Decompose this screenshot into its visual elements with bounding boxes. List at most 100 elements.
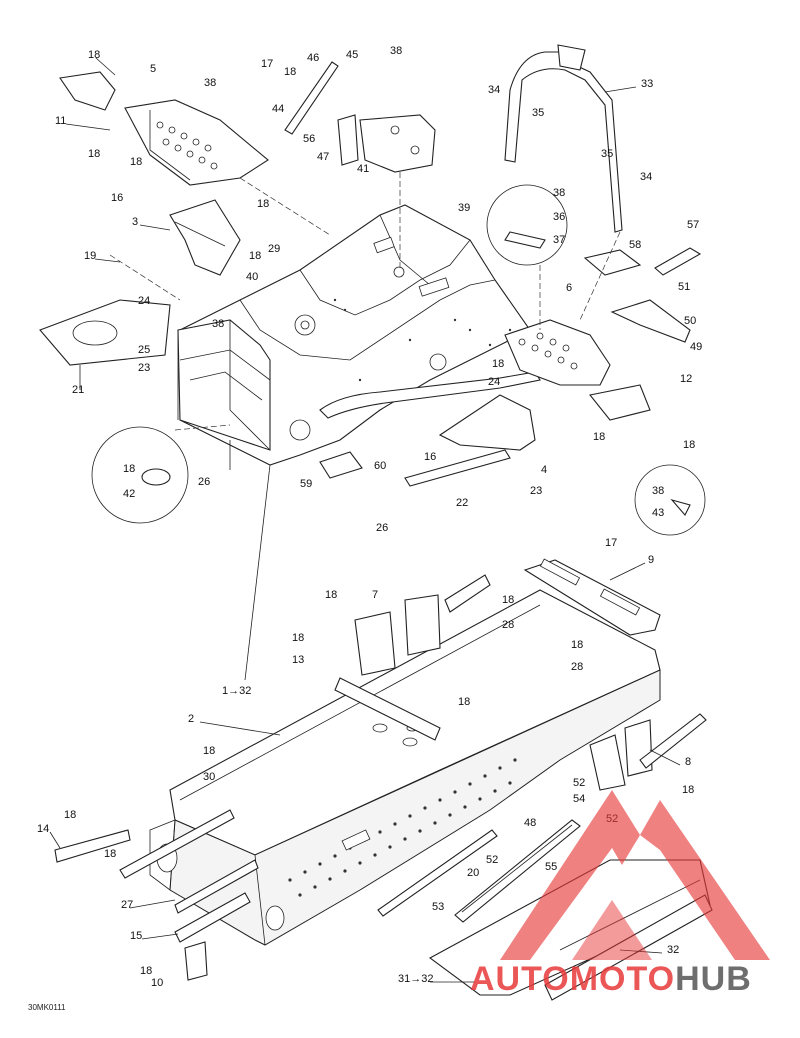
cross-piece-14 [54,829,131,863]
callout-c30: 30 [203,771,215,783]
skid-plate [39,299,171,366]
rivet-dots [333,298,512,382]
callout-c50: 50 [684,315,696,327]
callout-c16a: 16 [111,192,123,204]
leader-lines-upper [109,172,621,681]
callout-c40: 40 [246,271,258,283]
callout-c24b: 24 [488,376,500,388]
callout-leaders [49,57,681,983]
detail-circle-right [634,464,706,536]
part-49 [610,299,691,343]
upper-frame-assembly [177,204,541,466]
callout-c26a: 26 [198,476,210,488]
callout-c18o: 18 [458,696,470,708]
callout-c18j: 18 [123,463,135,475]
callout-c18n: 18 [571,639,583,651]
callout-c16b: 16 [424,451,436,463]
callout-c45: 45 [346,49,358,61]
footrest-assembly [319,394,536,487]
callout-c38a: 38 [204,77,216,89]
callout-c18l: 18 [502,594,514,606]
steering-support [169,199,241,276]
part-58 [583,249,642,276]
callout-c39: 39 [458,202,470,214]
callout-c4: 4 [541,464,547,476]
callout-c13: 13 [292,654,304,666]
callout-c47: 47 [317,151,329,163]
callout-c60: 60 [374,460,386,472]
callout-c18g: 18 [492,358,504,370]
callout-c17b: 17 [605,537,617,549]
callout-c46: 46 [307,52,319,64]
callout-c18q: 18 [682,784,694,796]
callout-c19: 19 [84,250,96,262]
callout-c18m: 18 [292,632,304,644]
callout-c18c: 18 [88,148,100,160]
callout-c23b: 23 [530,485,542,497]
callout-c49: 49 [690,341,702,353]
callout-c7: 7 [372,589,378,601]
callout-c24a: 24 [138,295,150,307]
bracket-holes [156,121,218,170]
callout-c32: 32 [667,944,679,956]
callout-c38c: 38 [553,187,565,199]
callout-c37: 37 [553,234,565,246]
cross-piece-27a [119,809,235,879]
callout-c18s: 18 [104,848,116,860]
callout-c18f: 18 [249,250,261,262]
callout-c18h: 18 [593,431,605,443]
callout-c38d: 38 [212,318,224,330]
callout-c5: 5 [150,63,156,75]
callout-c53: 53 [432,901,444,913]
brand-part-3: HUB [675,960,752,998]
runner-20 [377,829,498,917]
callout-c41: 41 [357,163,369,175]
cross-piece-15 [174,892,251,943]
rear-bumper [523,558,661,636]
rear-bracket [589,713,707,791]
callout-c57: 57 [687,219,699,231]
callout-c25: 25 [138,344,150,356]
callout-c14: 14 [37,823,49,835]
detail-circle-left [91,424,231,524]
callout-c15: 15 [130,930,142,942]
perforation-grid [288,758,517,897]
callout-c18k: 18 [325,589,337,601]
callout-c10: 10 [151,977,163,989]
callout-c22: 22 [456,497,468,509]
svg-text:AUTOMOTOHUB: AUTOMOTOHUB [470,960,752,998]
callout-c8: 8 [685,756,691,768]
callout-c20: 20 [467,867,479,879]
callout-c28a: 28 [502,619,514,631]
callout-c42: 42 [123,488,135,500]
cross-piece-27b [174,859,259,914]
callout-c51: 51 [678,281,690,293]
callout-c54: 54 [573,793,585,805]
callout-c48: 48 [524,817,536,829]
callout-c18r: 18 [64,809,76,821]
callout-c27: 27 [121,899,133,911]
callout-c35b: 35 [601,148,613,160]
callout-c33: 33 [641,78,653,90]
callout-c34a: 34 [488,84,500,96]
callout-c35a: 35 [532,107,544,119]
right-bracket-holes [518,332,578,370]
callout-c11: 11 [55,115,66,127]
bracket-mount [337,114,436,173]
callout-c56: 56 [303,133,315,145]
automotohub-watermark: AUTOMOTOHUB [470,790,770,998]
right-rear-bracket [504,319,651,421]
callout-c52c: 52 [486,854,498,866]
callout-c36: 36 [553,211,565,223]
callout-c44: 44 [272,103,284,115]
left-front-bracket [59,71,269,186]
callout-c18d: 18 [130,156,142,168]
callout-c18b: 18 [284,66,296,78]
callout-c3: 3 [132,216,138,228]
hitch-bracket [334,574,491,741]
callout-c52a: 52 [573,777,585,789]
callout-c6: 6 [566,282,572,294]
callout-c29: 29 [268,243,280,255]
